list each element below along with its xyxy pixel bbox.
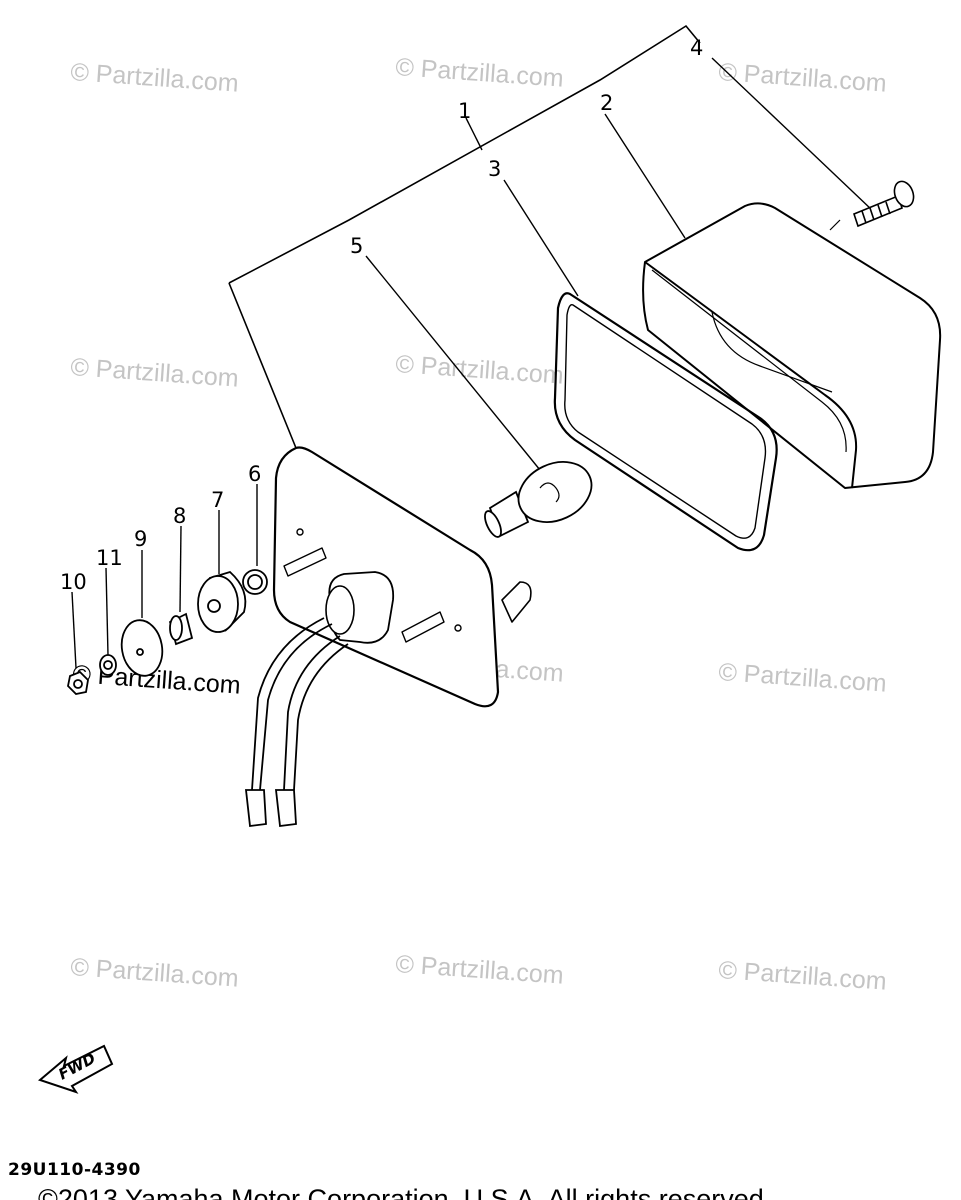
watermark: © Partzilla.com: [718, 956, 888, 996]
lens-housing-edge: [644, 261, 858, 489]
part-6-washer-hole: [247, 574, 263, 590]
callout-11: 11: [96, 546, 123, 570]
lens-housing-body: [642, 202, 942, 489]
bracket-line: [228, 24, 701, 284]
watermark: © Partzilla.com: [718, 658, 888, 698]
lens-housing-inner: [711, 311, 833, 393]
part-11-lockwasher-hole: [103, 660, 113, 670]
screw-thread: [869, 207, 875, 221]
leader-5: [365, 255, 541, 471]
callout-8: 8: [173, 504, 186, 528]
lamp-socket-face: [325, 585, 355, 635]
leader-11: [105, 567, 109, 656]
fwd-arrow-icon: [37, 1044, 114, 1094]
lens-housing-tick: [829, 219, 841, 231]
lamp-base-bolt: [401, 611, 445, 643]
gasket-outer: [553, 292, 778, 552]
screw-shank: [853, 194, 903, 228]
screw-head: [893, 180, 915, 208]
watermark: © Partzilla.com: [395, 950, 565, 990]
leader-8: [179, 525, 182, 613]
leader-4: [711, 57, 873, 211]
drawing-code: 29U110-4390: [8, 1160, 141, 1180]
bracket-leg-housing: [228, 282, 297, 449]
assembly-bracket: [228, 24, 701, 449]
watermark: © Partzilla.com: [718, 58, 888, 98]
part-bulb: [484, 461, 593, 538]
callout-5: 5: [350, 234, 363, 258]
leader-lines: [71, 57, 873, 669]
part-gasket: [553, 292, 778, 552]
wire: [259, 623, 333, 791]
callout-7: 7: [211, 488, 224, 512]
callout-3: 3: [488, 157, 501, 181]
part-9-washer-hole: [136, 648, 144, 656]
lens-housing-rim: [651, 269, 847, 453]
wire-connector: [244, 789, 267, 828]
callout-10: 10: [60, 570, 87, 594]
part-lamp-base: [272, 446, 532, 708]
callout-9: 9: [134, 527, 147, 551]
screw-thread: [861, 210, 867, 224]
lamp-base-hole: [296, 528, 304, 536]
screw-thread: [877, 204, 883, 218]
lamp-base-stud: [501, 581, 532, 623]
leader-1: [465, 117, 483, 151]
leader-3: [503, 179, 579, 297]
part-lens-housing: [642, 202, 942, 489]
leader-10: [71, 591, 77, 669]
wire: [283, 635, 341, 791]
lamp-base-bolt: [283, 547, 327, 577]
watermark: © Partzilla.com: [70, 953, 240, 993]
wire: [293, 643, 349, 791]
part-screw: [853, 180, 915, 228]
copyright-notice: ©2013 Yamaha Motor Corporation, U.S.A. A…: [38, 1184, 772, 1200]
callout-6: 6: [248, 462, 261, 486]
bulb-filament: [539, 482, 560, 503]
part-10-nut-hole: [73, 679, 83, 689]
screw-thread: [885, 201, 891, 215]
fwd-arrow: FWD: [37, 1044, 114, 1094]
watermark: © Partzilla.com: [70, 353, 240, 393]
wire: [251, 617, 325, 791]
watermark: © Partzilla.com: [70, 58, 240, 98]
part-9-washer: [120, 619, 164, 677]
small-parts: [67, 569, 268, 695]
wiring: [244, 617, 349, 828]
gasket-inner: [564, 304, 767, 539]
wire-connector: [274, 789, 297, 828]
leader-2: [604, 113, 686, 239]
part-7-grommet-hole: [207, 599, 221, 613]
watermark: © Partzilla.com: [395, 350, 565, 390]
callout-2: 2: [600, 91, 613, 115]
watermark: © Partzilla.com: [395, 53, 565, 93]
part-8-collar-end: [169, 615, 183, 641]
bulb-base-end: [484, 510, 502, 538]
bulb-glass: [517, 461, 593, 523]
lamp-base-hole: [454, 624, 462, 632]
callout-4: 4: [690, 36, 703, 60]
callout-1: 1: [458, 99, 471, 123]
callout-labels: 1 2 3 4 5 6 7 8 9 10 11: [60, 36, 703, 594]
